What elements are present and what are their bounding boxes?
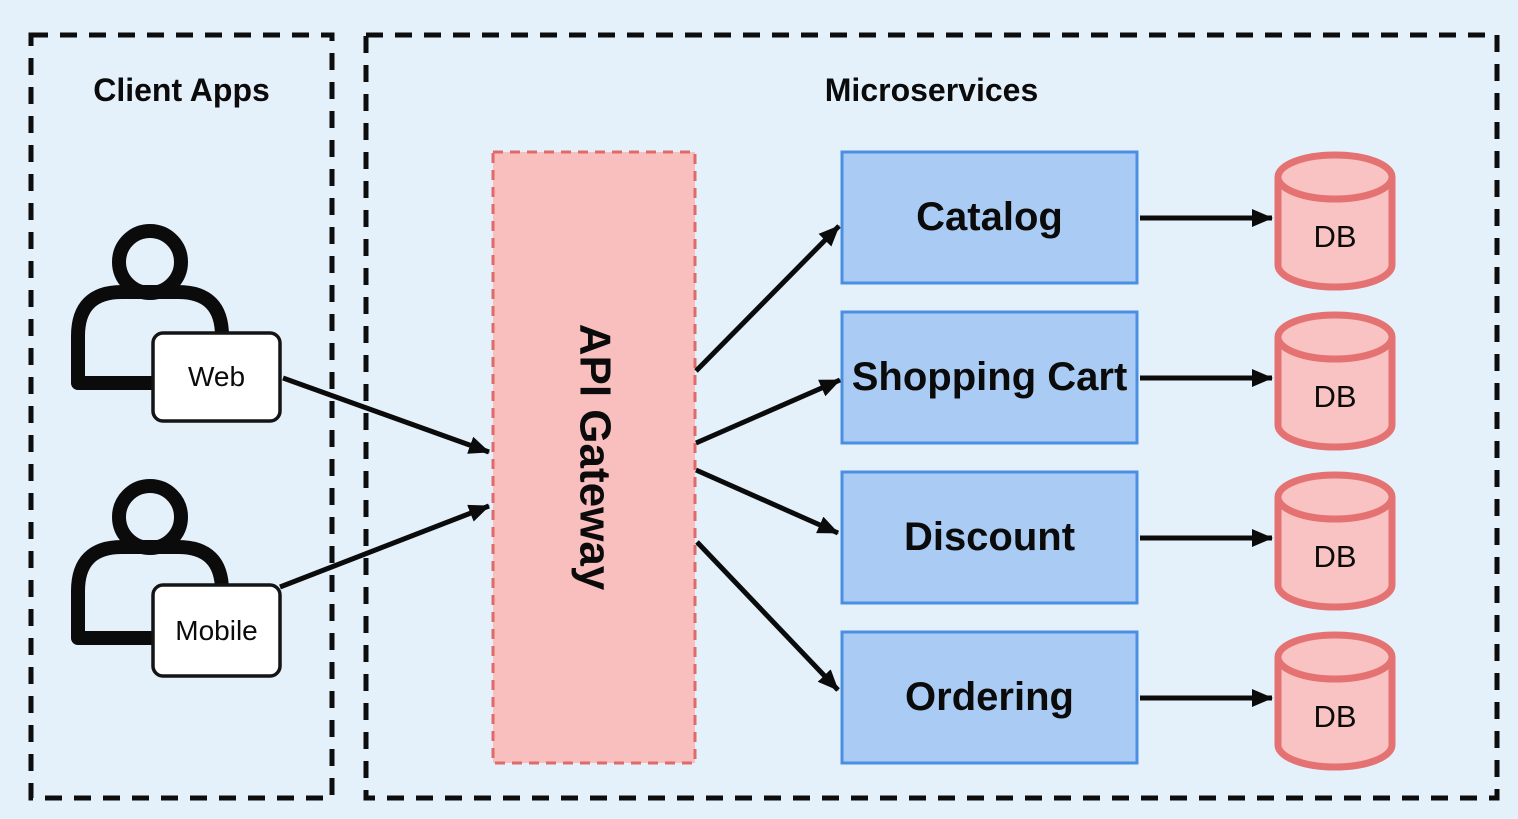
db-cylinder-shopping-cart	[1274, 311, 1396, 451]
arrow-gateway-to-discount	[694, 467, 840, 536]
arrow-gateway-to-ordering	[695, 540, 840, 692]
user-icon-web	[71, 224, 229, 390]
db-label-discount: DB	[1313, 539, 1357, 574]
client-apps-title: Client Apps	[93, 71, 270, 108]
db-cylinder-ordering	[1274, 631, 1396, 771]
client-box-mobile	[151, 583, 282, 678]
user-icon-mobile-body	[71, 540, 229, 645]
microservices-title: Microservices	[824, 71, 1039, 108]
client-box-web	[151, 331, 282, 423]
user-icon-web-head	[112, 224, 188, 300]
arrow-gateway-to-shopping-cart	[694, 377, 842, 446]
client-label-mobile: Mobile	[175, 614, 258, 646]
db-cylinder-catalog	[1274, 151, 1396, 291]
service-box-catalog	[840, 150, 1139, 285]
service-box-discount	[840, 470, 1139, 605]
api-gateway-box	[491, 150, 697, 765]
user-icon-web-body	[71, 285, 229, 390]
service-box-ordering	[840, 630, 1139, 765]
client-apps-panel-border	[28, 32, 335, 801]
db-label-catalog: DB	[1313, 219, 1357, 254]
microservices-panel-border	[363, 32, 1500, 801]
api-gateway-label-text: API Gateway	[570, 323, 619, 591]
service-label-discount: Discount	[903, 514, 1076, 559]
db-label-shopping-cart: DB	[1313, 379, 1357, 414]
arrow-gateway-to-catalog	[694, 224, 841, 373]
arrows	[279, 209, 1273, 707]
db-cylinder-discount	[1274, 471, 1396, 611]
arrow-web-to-gateway	[282, 375, 490, 455]
db-label-ordering: DB	[1313, 699, 1357, 734]
service-box-shopping-cart	[840, 310, 1139, 445]
service-label-catalog: Catalog	[916, 194, 1063, 239]
service-label-shopping-cart: Shopping Cart	[851, 354, 1128, 399]
user-icon-mobile	[71, 479, 229, 645]
arrow-mobile-to-gateway	[279, 503, 490, 590]
client-label-web: Web	[187, 361, 246, 392]
service-label-ordering: Ordering	[905, 674, 1074, 719]
user-icon-mobile-head	[112, 479, 188, 555]
